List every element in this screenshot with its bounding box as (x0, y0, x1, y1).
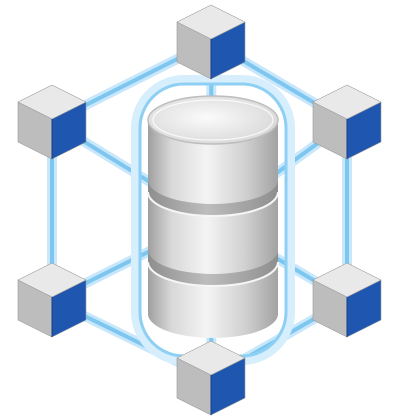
database-cylinder (147, 95, 279, 338)
cylinder-ring-2 (148, 250, 278, 286)
server-node-cube-3 (312, 262, 382, 338)
server-node-cube-2 (312, 84, 382, 160)
cylinder-ring-1 (148, 180, 278, 216)
cylinder-top (147, 95, 279, 145)
server-node-cube-5 (17, 262, 87, 338)
server-node-cube-6 (17, 84, 87, 160)
server-node-cube-4 (176, 340, 246, 416)
server-node-cube-1 (176, 4, 246, 80)
network-nodes (17, 4, 382, 416)
